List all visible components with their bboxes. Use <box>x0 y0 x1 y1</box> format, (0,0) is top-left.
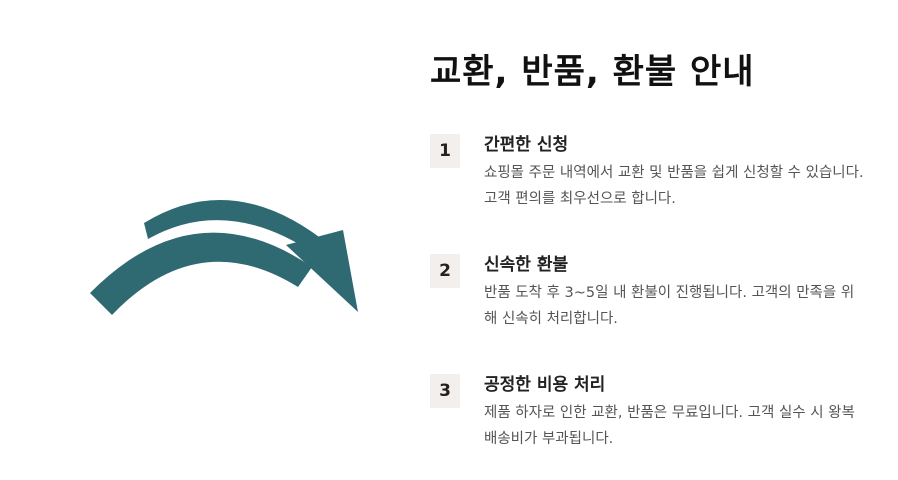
step-title: 간편한 신청 <box>484 135 569 155</box>
curved-arrow-icon <box>90 199 358 315</box>
step-description: 제품 하자로 인한 교환, 반품은 무료입니다. 고객 실수 시 왕복 배송비가… <box>484 405 855 447</box>
page-title: 교환, 반품, 환불 안내 <box>430 52 755 92</box>
step-number-badge: 2 <box>430 254 460 288</box>
step-number-badge: 3 <box>430 374 460 408</box>
step-title: 신속한 환불 <box>484 255 569 275</box>
step-number-badge: 1 <box>430 134 460 168</box>
step-description: 반품 도착 후 3~5일 내 환불이 진행됩니다. 고객의 만족을 위해 신속히… <box>484 285 855 327</box>
step-title: 공정한 비용 처리 <box>484 375 606 395</box>
step-description: 쇼핑몰 주문 내역에서 교환 및 반품을 쉽게 신청할 수 있습니다. 고객 편… <box>484 165 864 207</box>
